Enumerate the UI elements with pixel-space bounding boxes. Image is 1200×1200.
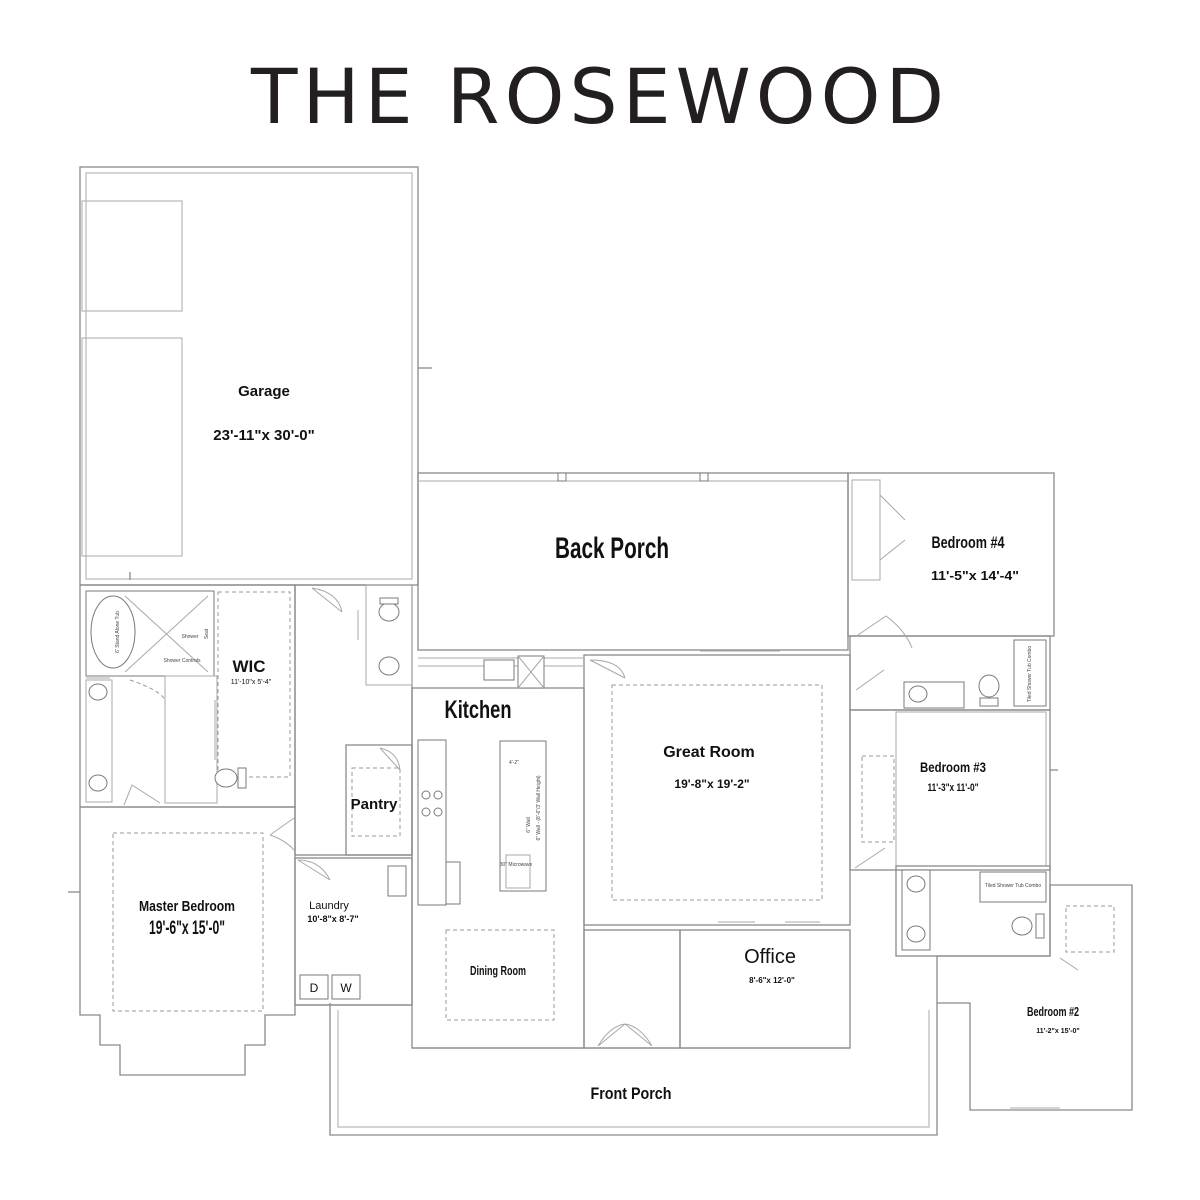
- bedroom2-label: Bedroom #2: [1027, 1004, 1079, 1019]
- back-porch-label: Back Porch: [555, 532, 669, 565]
- shower-controls-label: Shower Controls: [164, 658, 201, 664]
- island-side-note: 6" Wall: [526, 817, 532, 832]
- laundry-size: 10'-8"x 8'-7": [307, 914, 358, 924]
- island-dimension: 4'-2": [509, 760, 519, 766]
- kitchen-label: Kitchen: [445, 696, 512, 724]
- kitchen-walls: [411, 655, 585, 1049]
- pantry-label: Pantry: [351, 796, 398, 813]
- great-room-label: Great Room: [663, 744, 755, 761]
- master-shower-label: Shower: [182, 634, 199, 640]
- island-wall-note: 6" Wall - (8'-6"/3' Wall Height): [536, 775, 542, 840]
- master-bedroom-walls: [68, 806, 296, 1076]
- front-porch-walls: [295, 1003, 938, 1136]
- bedroom4-size: 11'-5"x 14'-4": [931, 568, 1019, 583]
- plan-title: THE ROSEWOOD: [251, 52, 949, 141]
- hall-walls: [294, 584, 413, 856]
- wic-size: 11'-10"x 5'-4": [231, 679, 272, 686]
- microwave-label: 30" Microwave: [500, 862, 533, 868]
- back-porch-walls: [417, 472, 849, 667]
- garage-size: 23'-11"x 30'-0": [213, 427, 314, 444]
- bath-north-walls: [849, 615, 1051, 711]
- master-bath-walls: [79, 584, 296, 808]
- bedroom4-walls: [847, 472, 1055, 637]
- master-bedroom-label: Master Bedroom: [139, 898, 235, 915]
- bedroom4-label: Bedroom #4: [932, 533, 1005, 552]
- laundry-label: Laundry: [309, 900, 349, 912]
- front-porch-label: Front Porch: [591, 1084, 672, 1103]
- dryer-label: D: [310, 981, 319, 995]
- bedroom2-size: 11'-2"x 15'-0": [1036, 1028, 1079, 1035]
- office-walls: [583, 921, 851, 1049]
- master-bedroom-size: 19'-6"x 15'-0": [149, 918, 225, 939]
- tub-shower-label-north: Tiled Shower Tub Combo: [1027, 646, 1033, 702]
- bedroom3-size: 11'-3"x 11'-0": [928, 782, 979, 794]
- bedroom2-walls: [936, 884, 1133, 1111]
- bedroom3-label: Bedroom #3: [920, 759, 986, 775]
- bath-south-walls: [854, 847, 1051, 957]
- washer-label: W: [340, 981, 352, 995]
- office-size: 8'-6"x 12'-0": [749, 976, 795, 985]
- tub-shower-label-south: Tiled Shower Tub Combo: [985, 883, 1041, 889]
- dining-room-label: Dining Room: [470, 963, 526, 978]
- office-label: Office: [744, 946, 796, 968]
- shower-seat-label: Seat: [204, 628, 210, 639]
- wic-label: WIC: [232, 657, 265, 676]
- garage-walls: [79, 166, 432, 586]
- great-room-size: 19'-8"x 19'-2": [674, 777, 749, 791]
- garage-label: Garage: [238, 383, 290, 400]
- master-tub-label: 6' Stand Alone Tub: [115, 611, 121, 653]
